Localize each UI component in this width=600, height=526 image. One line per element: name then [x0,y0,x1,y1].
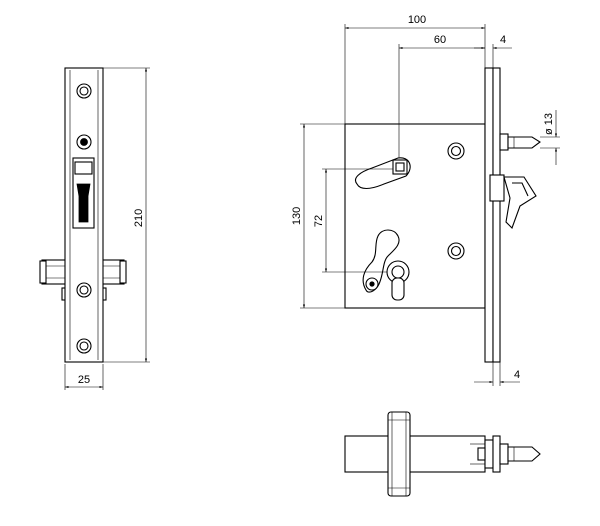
top-view [344,411,541,497]
top-case [344,435,486,473]
dim-pin-diameter: ø 13 [543,113,555,135]
case-screw-upper [447,142,465,160]
pin [499,133,541,151]
screw-hole-upper [76,134,92,150]
spindle-follower [354,157,411,190]
screw-hole-top [76,83,92,99]
dim-case-height: 130 [291,207,303,225]
screw-hole-lower [76,282,92,298]
screw-hole-bottom [76,338,92,354]
dim-spindle-offset: 60 [434,34,446,46]
top-cylinder [387,411,411,497]
hook-bolt [489,174,537,229]
cylinder-cam-lever [362,229,400,293]
dim-faceplate-top: 4 [500,34,506,46]
dim-distance: 72 [313,215,325,227]
dim-faceplate-bottom: 4 [514,369,520,381]
dim-height-front: 210 [133,209,145,227]
dim-width-front: 25 [78,374,90,386]
case-screw-lower [447,242,465,260]
front-view: 210 25 [39,67,150,390]
faceplate-side [484,67,494,363]
cylinder-hole [386,260,410,301]
hook-slot [72,157,95,229]
side-view: 100 60 4 ø 13 130 72 4 [291,14,560,386]
dim-total-width: 100 [408,14,426,26]
